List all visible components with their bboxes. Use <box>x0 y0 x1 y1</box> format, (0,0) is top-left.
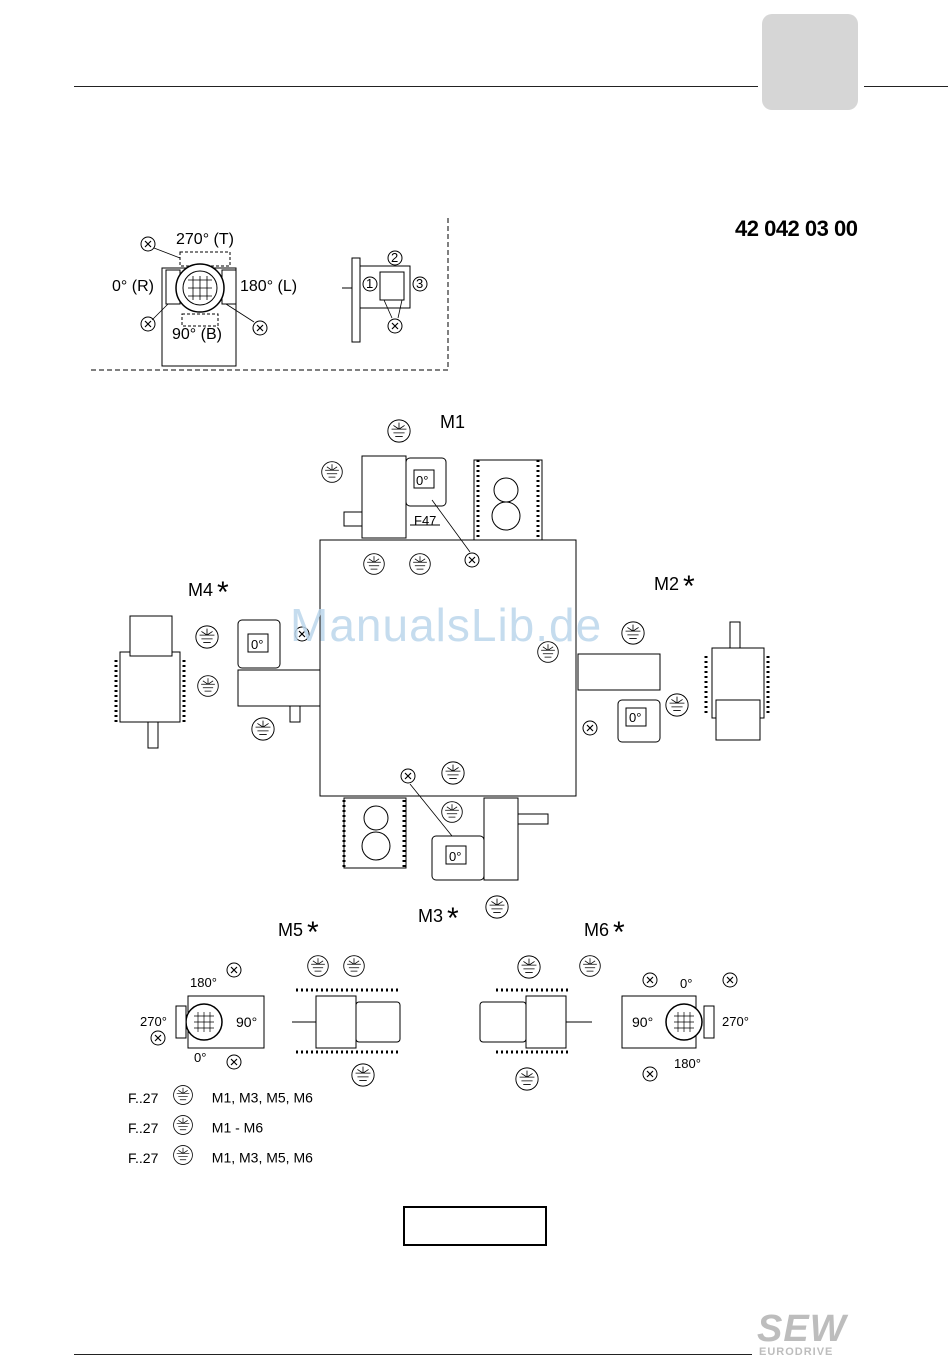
legend-row: F..27 M1, M3, M5, M6 <box>128 1149 313 1169</box>
footer-rule <box>74 1354 752 1355</box>
m2-zero-label: 0° <box>629 710 641 725</box>
position-3-label: 3 <box>416 276 423 291</box>
m4-text: M4 <box>188 580 213 600</box>
m5-angle-left: 270° <box>140 1014 167 1029</box>
m2-text: M2 <box>654 574 679 594</box>
m1-label: M1 <box>440 412 465 433</box>
m5-angle-top: 180° <box>190 975 217 990</box>
position-1-label: 1 <box>366 276 373 291</box>
legend-positions: M1 - M6 <box>212 1120 263 1136</box>
breather-icon <box>176 1089 202 1109</box>
m6-angle-left: 90° <box>632 1014 653 1030</box>
sew-eurodrive-logo: SEW EURODRIVE <box>757 1312 857 1358</box>
m2-star: * <box>683 570 695 603</box>
m4-star: * <box>217 576 229 609</box>
angle-top-label: 270° (T) <box>176 231 234 249</box>
legend-code: F..27 <box>128 1120 172 1136</box>
m6-star: * <box>613 916 625 949</box>
m5-star: * <box>307 916 319 949</box>
f47-label: F47 <box>414 513 436 528</box>
angle-bottom-label: 90° (B) <box>172 326 222 344</box>
breather-icon <box>176 1119 202 1139</box>
m6-text: M6 <box>584 920 609 940</box>
m4-label: M4* <box>188 576 229 610</box>
logo-sub: EURODRIVE <box>759 1346 833 1358</box>
legend-row: F..27 M1 - M6 <box>128 1119 263 1139</box>
logo-brand: SEW <box>757 1308 847 1351</box>
watermark: ManualsLib.de <box>290 598 602 652</box>
m5-text: M5 <box>278 920 303 940</box>
legend-code: F..27 <box>128 1150 172 1166</box>
angle-left-label: 0° (R) <box>112 278 154 296</box>
m3-zero-label: 0° <box>449 849 461 864</box>
m5-angle-bottom: 0° <box>194 1050 206 1065</box>
m3-star: * <box>447 902 459 935</box>
angle-right-label: 180° (L) <box>240 278 297 296</box>
m5-angle-center: 90° <box>236 1014 257 1030</box>
m5-label: M5* <box>278 916 319 950</box>
m6-angle-right: 270° <box>722 1014 749 1029</box>
m4-zero-label: 0° <box>251 637 263 652</box>
m6-angle-top: 0° <box>680 976 692 991</box>
m6-label: M6* <box>584 916 625 950</box>
m1-zero-label: 0° <box>416 473 428 488</box>
m3-text: M3 <box>418 906 443 926</box>
legend-positions: M1, M3, M5, M6 <box>212 1150 313 1166</box>
m3-label: M3* <box>418 902 459 936</box>
m6-angle-bottom: 180° <box>674 1056 701 1071</box>
breather-icon <box>176 1149 202 1169</box>
m2-label: M2* <box>654 570 695 604</box>
legend-code: F..27 <box>128 1090 172 1106</box>
empty-frame <box>403 1206 547 1246</box>
position-2-label: 2 <box>391 250 398 265</box>
legend-row: F..27 M1, M3, M5, M6 <box>128 1089 313 1109</box>
legend-positions: M1, M3, M5, M6 <box>212 1090 313 1106</box>
